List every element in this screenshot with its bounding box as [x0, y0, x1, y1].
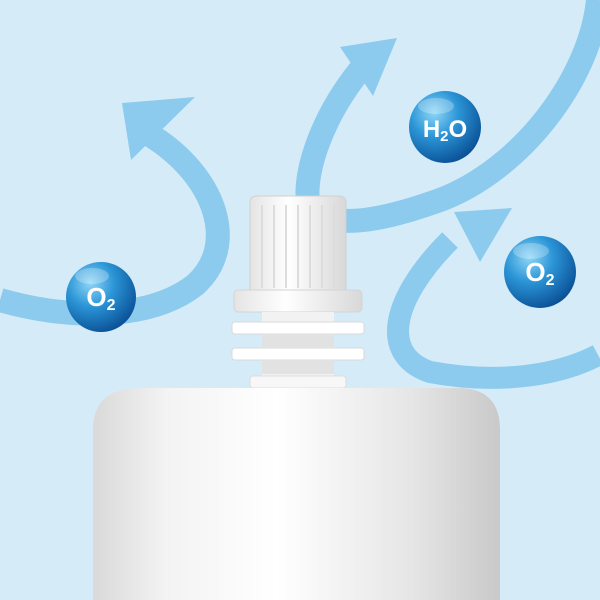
svg-text:O2: O2: [86, 282, 115, 314]
curved-arrow-icon: [0, 97, 230, 326]
cap-ridges: [261, 205, 335, 288]
svg-text:O2: O2: [525, 257, 554, 289]
molecule-subscript: 2: [107, 297, 116, 314]
molecule-label: H: [423, 116, 440, 143]
svg-text:H2O: H2O: [423, 116, 467, 145]
molecule-o2-right: O2: [504, 236, 576, 308]
curved-arrow-icon: [387, 208, 600, 389]
molecule-h2o: H2O: [409, 91, 481, 163]
molecule-label: O: [525, 257, 545, 287]
molecule-label-tail: O: [449, 116, 468, 143]
molecule-subscript: 2: [440, 128, 448, 145]
bottle-icon: [93, 195, 500, 600]
molecule-label: O: [86, 282, 106, 312]
molecule-o2-left: O2: [66, 262, 136, 332]
molecule-subscript: 2: [546, 272, 555, 289]
curved-arrow-icon: [295, 0, 600, 233]
bottle-body: [93, 388, 500, 600]
bottle-collar: [233, 289, 363, 313]
bottle-neck: [231, 312, 365, 392]
flow-arrows: [0, 0, 600, 389]
